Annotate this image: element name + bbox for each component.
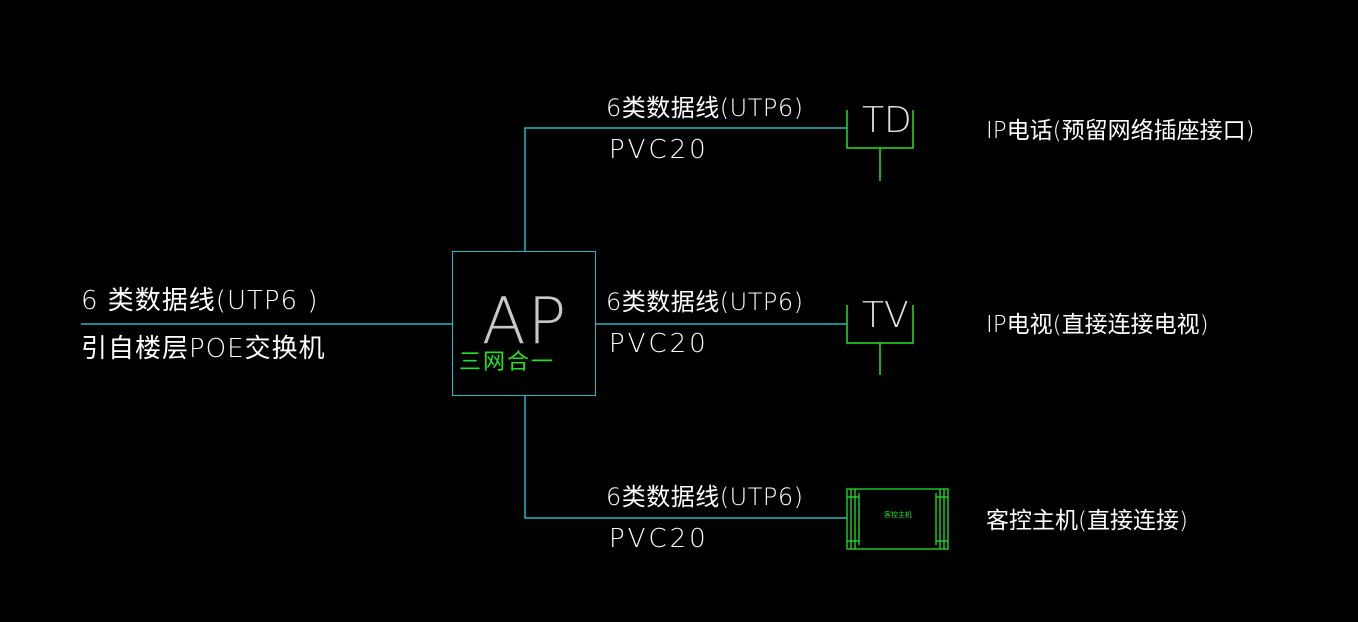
tv-outlet-label: TV (862, 295, 909, 336)
branch-tv-cable-label: 6类数据线(UTP6) (606, 288, 804, 316)
branch-td-description: IP电话(预留网络插座接口) (986, 118, 1255, 144)
branch-host-cable-label: 6类数据线(UTP6) (606, 483, 804, 511)
td-outlet-label: TD (862, 100, 912, 141)
ap-sublabel: 三网合一 (459, 350, 556, 375)
td-outlet-symbol (846, 110, 914, 181)
branch-td-conduit-label: PVC20 (609, 135, 709, 165)
branch-td-cable-label: 6类数据线(UTP6) (606, 94, 804, 122)
tv-outlet-symbol (846, 305, 914, 375)
branch-host-description: 客控主机(直接连接) (986, 508, 1188, 534)
ap-box: AP 三网合一 (452, 251, 596, 396)
ap-label: AP (481, 285, 569, 359)
branch-tv-conduit-label: PVC20 (609, 329, 709, 359)
branch-line-host (524, 396, 847, 519)
input-cable-label: 6 类数据线(UTP6 ) (81, 286, 319, 316)
branch-host-conduit-label: PVC20 (609, 524, 709, 554)
branch-line-td (524, 127, 847, 251)
host-device-label: 客控主机 (884, 511, 912, 519)
branch-tv-description: IP电视(直接连接电视) (986, 312, 1209, 338)
input-source-label: 引自楼层POE交换机 (81, 334, 326, 364)
host-device-symbol (846, 488, 949, 550)
